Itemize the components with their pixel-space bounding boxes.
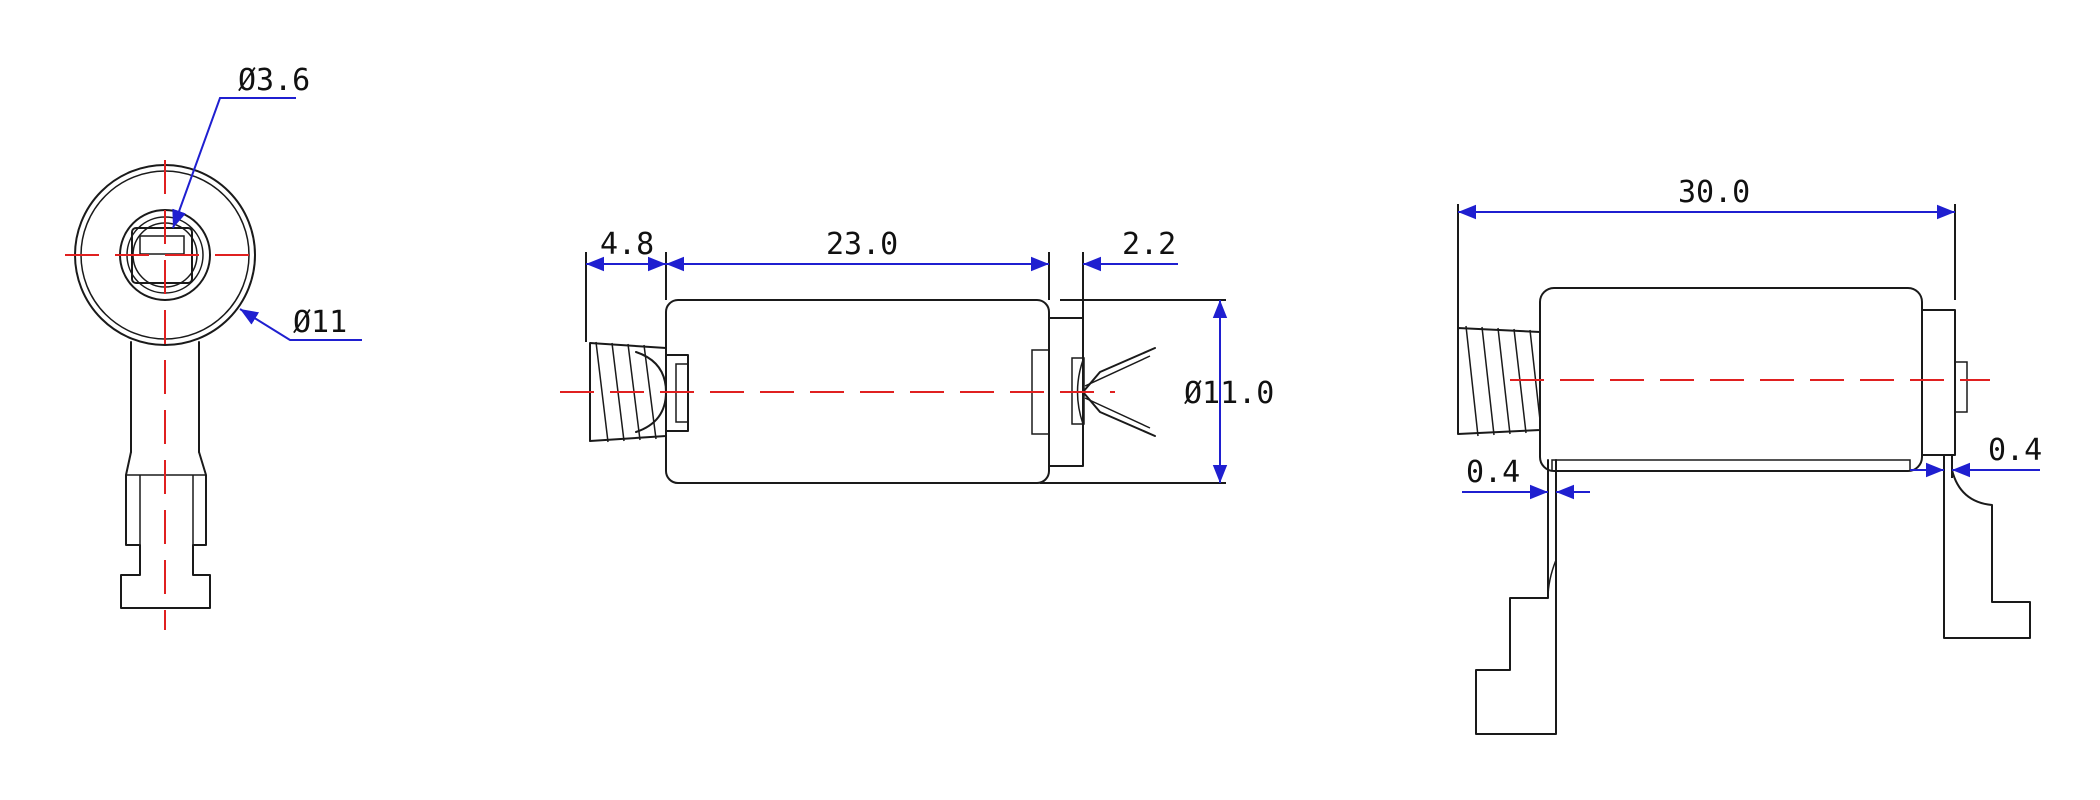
right-tab-label: 0.4 <box>1988 433 2042 468</box>
diameter-label: Ø11.0 <box>1184 376 1274 411</box>
body-length-label: 23.0 <box>826 227 898 262</box>
end-view-centerlines <box>65 160 265 630</box>
left-tab-label: 0.4 <box>1466 455 1520 490</box>
total-length-label: 30.0 <box>1678 175 1750 210</box>
mount-view-body <box>1539 287 1968 472</box>
mount-view: 30.0 0.4 0.4 <box>1457 175 2042 735</box>
mount-view-right-pin <box>1943 454 2031 639</box>
tail-length-label: 2.2 <box>1122 227 1176 262</box>
shaft-diameter-label: Ø3.6 <box>238 63 310 98</box>
side-view-extension-lines <box>585 252 1226 484</box>
shaft-diameter-leader <box>172 97 296 229</box>
screw-length-label: 4.8 <box>600 227 654 262</box>
mount-view-screw <box>1457 325 1541 437</box>
body-diameter-label: Ø11 <box>293 305 347 340</box>
end-view-bracket <box>120 341 211 609</box>
end-view: Ø3.6 Ø11 <box>65 63 362 630</box>
side-view: 4.8 23.0 2.2 Ø11.0 <box>560 227 1274 484</box>
body-diameter-leader <box>239 308 362 341</box>
mount-view-left-pin <box>1475 459 1557 735</box>
side-view-spring <box>1076 347 1156 437</box>
